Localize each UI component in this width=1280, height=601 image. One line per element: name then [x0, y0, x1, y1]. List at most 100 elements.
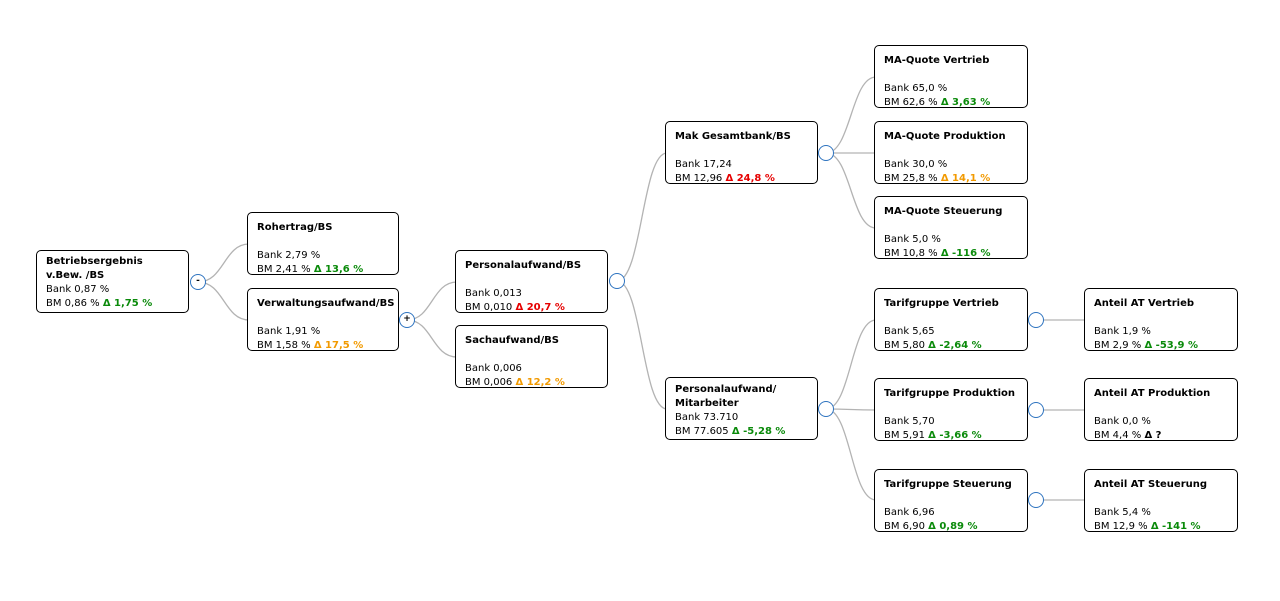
node-bm-line: BM 5,91 Δ -3,66 % — [884, 429, 1018, 443]
node-bm-value: BM 6,90 — [884, 521, 925, 532]
toggle-personalaufwand-mitarbeiter[interactable] — [818, 401, 834, 417]
node-bm-line: BM 2,41 % Δ 13,6 % — [257, 263, 389, 277]
node-bank-value: Bank 2,79 % — [257, 250, 321, 261]
toggle-betriebsergebnis[interactable]: - — [190, 274, 206, 290]
link-pers-pm — [616, 280, 668, 410]
node-bm-line: BM 12,9 % Δ -141 % — [1094, 520, 1228, 534]
node-title: Personalaufwand/BS — [465, 260, 582, 271]
node-betriebsergebnis[interactable]: Betriebsergebnis v.Bew. /BS Bank 0,87 % … — [36, 250, 189, 313]
node-sachaufwand[interactable]: Sachaufwand/BS Bank 0,006 BM 0,006 Δ 12,… — [455, 325, 608, 388]
toggle-verwaltungsaufwand[interactable]: + — [399, 312, 415, 328]
node-title: Anteil AT Vertrieb — [1094, 298, 1195, 309]
node-rohertrag[interactable]: Rohertrag/BS Bank 2,79 % BM 2,41 % Δ 13,… — [247, 212, 399, 275]
node-ma-quote-vertrieb[interactable]: MA-Quote Vertrieb Bank 65,0 % BM 62,6 % … — [874, 45, 1028, 108]
node-tarifgruppe-produktion[interactable]: Tarifgruppe Produktion Bank 5,70 BM 5,91… — [874, 378, 1028, 441]
node-delta: Δ 20,7 % — [515, 302, 565, 313]
node-verwaltungsaufwand[interactable]: Verwaltungsaufwand/BS Bank 1,91 % BM 1,5… — [247, 288, 399, 351]
toggle-mak-gesamtbank[interactable] — [818, 145, 834, 161]
node-delta: Δ -3,66 % — [928, 430, 982, 441]
node-title: MA-Quote Steuerung — [884, 206, 1003, 217]
node-ma-quote-steuerung[interactable]: MA-Quote Steuerung Bank 5,0 % BM 10,8 % … — [874, 196, 1028, 259]
node-bank-value: Bank 0,87 % — [46, 284, 110, 295]
node-title: Anteil AT Steuerung — [1094, 479, 1208, 490]
node-delta: Δ 17,5 % — [313, 340, 364, 351]
node-delta: Δ ? — [1144, 430, 1162, 441]
node-bank-value: Bank 30,0 % — [884, 159, 948, 170]
node-bank-value: Bank 5,70 — [884, 416, 935, 427]
node-bm-line: BM 2,9 % Δ -53,9 % — [1094, 339, 1228, 353]
node-bm-value: BM 25,8 % — [884, 173, 938, 184]
node-delta: Δ -116 % — [940, 248, 991, 259]
node-bm-value: BM 5,91 — [884, 430, 925, 441]
node-bank-value: Bank 73.710 — [675, 412, 739, 423]
node-bank-value: Bank 5,4 % — [1094, 507, 1151, 518]
node-anteil-at-produktion[interactable]: Anteil AT Produktion Bank 0,0 % BM 4,4 %… — [1084, 378, 1238, 441]
node-tarifgruppe-steuerung[interactable]: Tarifgruppe Steuerung Bank 6,96 BM 6,90 … — [874, 469, 1028, 532]
node-delta: Δ 0,89 % — [928, 521, 978, 532]
link-root-roh — [197, 243, 250, 283]
toggle-tarifgruppe-vertrieb[interactable] — [1028, 312, 1044, 328]
link-pm-tgs — [825, 408, 877, 501]
node-anteil-at-steuerung[interactable]: Anteil AT Steuerung Bank 5,4 % BM 12,9 %… — [1084, 469, 1238, 532]
node-anteil-at-vertrieb[interactable]: Anteil AT Vertrieb Bank 1,9 % BM 2,9 % Δ… — [1084, 288, 1238, 351]
toggle-tarifgruppe-steuerung[interactable] — [1028, 492, 1044, 508]
node-bm-value: BM 12,9 % — [1094, 521, 1148, 532]
node-bm-value: BM 0,010 — [465, 302, 513, 313]
node-bm-line: BM 5,80 Δ -2,64 % — [884, 339, 1018, 353]
node-bm-line: BM 0,006 Δ 12,2 % — [465, 376, 598, 390]
node-bm-value: BM 0,86 % — [46, 298, 100, 309]
node-title: MA-Quote Vertrieb — [884, 55, 990, 66]
node-bm-value: BM 12,96 — [675, 173, 723, 184]
node-title: Tarifgruppe Vertrieb — [884, 298, 999, 309]
node-personalaufwand-mitarbeiter[interactable]: Personalaufwand/ Mitarbeiter Bank 73.710… — [665, 377, 818, 440]
node-bm-value: BM 5,80 — [884, 340, 925, 351]
node-bm-line: BM 25,8 % Δ 14,1 % — [884, 172, 1018, 186]
node-title: Tarifgruppe Produktion — [884, 388, 1016, 399]
node-mak-gesamtbank[interactable]: Mak Gesamtbank/BS Bank 17,24 BM 12,96 Δ … — [665, 121, 818, 184]
node-title: Personalaufwand/ Mitarbeiter — [675, 384, 777, 409]
node-bm-value: BM 2,9 % — [1094, 340, 1142, 351]
node-title: Anteil AT Produktion — [1094, 388, 1211, 399]
node-delta: Δ 14,1 % — [940, 173, 991, 184]
node-delta: Δ -141 % — [1150, 521, 1201, 532]
node-bank-value: Bank 1,91 % — [257, 326, 321, 337]
node-bm-line: BM 0,010 Δ 20,7 % — [465, 301, 598, 315]
node-bm-line: BM 10,8 % Δ -116 % — [884, 247, 1018, 261]
node-delta: Δ 3,63 % — [940, 97, 991, 108]
node-bank-value: Bank 17,24 — [675, 159, 732, 170]
node-title: Verwaltungsaufwand/BS — [257, 298, 395, 309]
toggle-tarifgruppe-produktion[interactable] — [1028, 402, 1044, 418]
node-bm-value: BM 10,8 % — [884, 248, 938, 259]
node-title: Tarifgruppe Steuerung — [884, 479, 1012, 490]
node-delta: Δ -5,28 % — [731, 426, 786, 437]
node-bm-value: BM 4,4 % — [1094, 430, 1142, 441]
node-bank-value: Bank 5,0 % — [884, 234, 941, 245]
node-bm-value: BM 62,6 % — [884, 97, 938, 108]
node-tarifgruppe-vertrieb[interactable]: Tarifgruppe Vertrieb Bank 5,65 BM 5,80 Δ… — [874, 288, 1028, 351]
node-bm-line: BM 1,58 % Δ 17,5 % — [257, 339, 389, 353]
node-delta: Δ 1,75 % — [102, 298, 153, 309]
link-verw-sach — [406, 319, 458, 358]
node-personalaufwand[interactable]: Personalaufwand/BS Bank 0,013 BM 0,010 Δ… — [455, 250, 608, 313]
node-bank-value: Bank 0,013 — [465, 288, 522, 299]
node-bm-line: BM 4,4 % Δ ? — [1094, 429, 1228, 443]
node-bank-value: Bank 1,9 % — [1094, 326, 1151, 337]
link-root-verw — [197, 281, 250, 321]
node-ma-quote-produktion[interactable]: MA-Quote Produktion Bank 30,0 % BM 25,8 … — [874, 121, 1028, 184]
node-bank-value: Bank 0,0 % — [1094, 416, 1151, 427]
node-bank-value: Bank 0,006 — [465, 363, 522, 374]
node-bm-line: BM 12,96 Δ 24,8 % — [675, 172, 808, 186]
node-title: Sachaufwand/BS — [465, 335, 559, 346]
link-pers-mak — [616, 152, 668, 282]
toggle-personalaufwand[interactable] — [609, 273, 625, 289]
node-title: MA-Quote Produktion — [884, 131, 1006, 142]
node-title: Mak Gesamtbank/BS — [675, 131, 791, 142]
node-bank-value: Bank 5,65 — [884, 326, 935, 337]
node-bm-value: BM 77.605 — [675, 426, 729, 437]
node-delta: Δ 12,2 % — [515, 377, 565, 388]
node-delta: Δ -2,64 % — [928, 340, 982, 351]
node-bank-value: Bank 65,0 % — [884, 83, 948, 94]
link-mak-mav — [825, 76, 877, 154]
node-bm-value: BM 2,41 % — [257, 264, 311, 275]
link-mak-mas — [825, 152, 877, 229]
